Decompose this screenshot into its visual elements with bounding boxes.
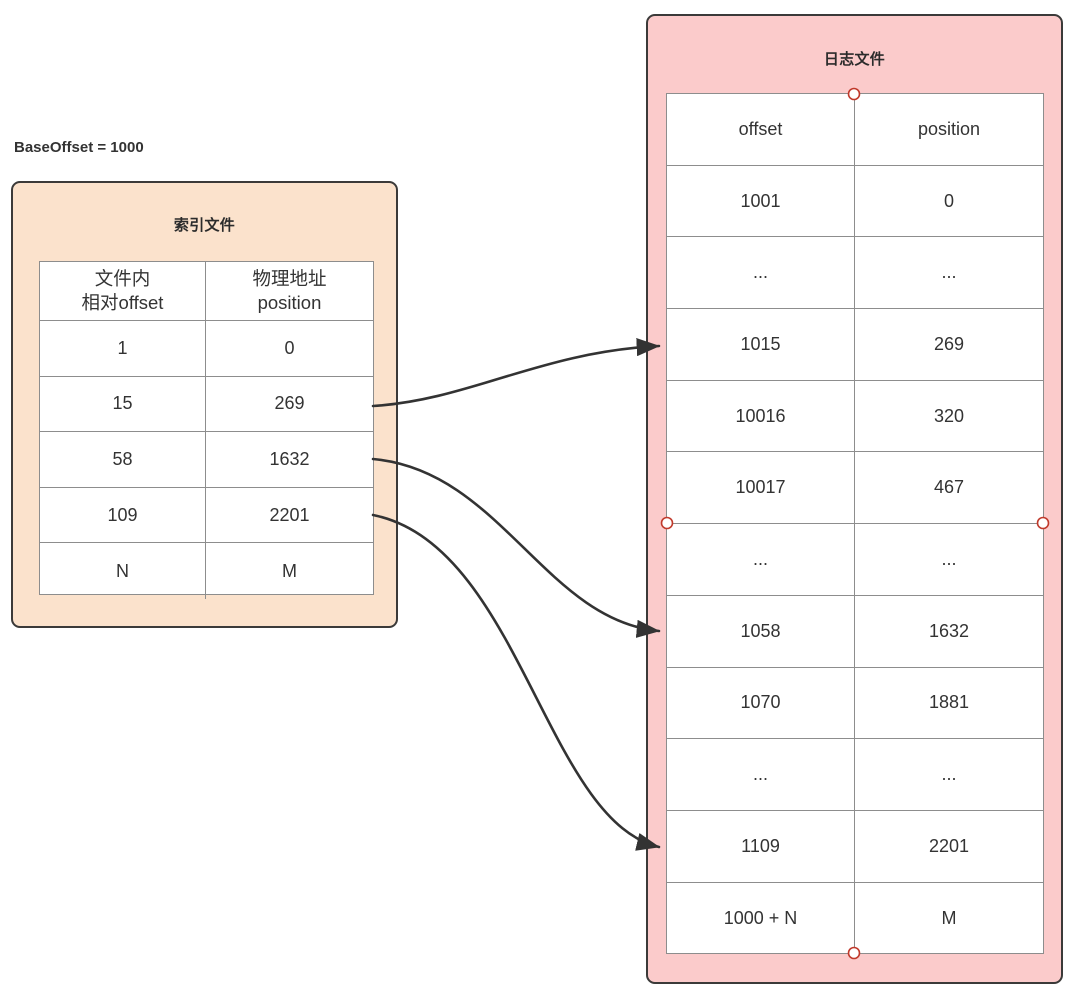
index-header-position: 物理地址 position [252, 268, 327, 313]
table-row[interactable]: 1015 269 [667, 309, 1043, 381]
log-cell-position: 269 [933, 333, 965, 354]
log-cell-offset: ... [667, 739, 855, 810]
log-cell-offset: ... [667, 237, 855, 309]
index-cell-position: 2201 [269, 504, 310, 525]
log-cell-offset: 1001 [667, 165, 855, 237]
table-row[interactable]: 10016 320 [667, 380, 1043, 453]
log-cell-offset: 1015 [667, 309, 855, 380]
table-row[interactable]: 1 0 [40, 321, 373, 377]
index-cell-offset: 15 [40, 376, 206, 432]
index-cell-position: 1632 [269, 448, 310, 469]
log-cell-position: ... [941, 548, 957, 569]
index-cell-offset: N [40, 543, 206, 599]
log-cell-offset: 1109 [667, 810, 855, 882]
index-cell-offset: 109 [40, 487, 206, 543]
log-cell-offset: 1058 [667, 595, 855, 667]
log-cell-position: 2201 [928, 835, 970, 856]
table-row[interactable]: 1058 1632 [667, 595, 1043, 668]
log-cell-position: 467 [933, 477, 965, 498]
table-row[interactable]: 15 269 [40, 376, 373, 433]
log-cell-offset: 1070 [667, 667, 855, 739]
table-row[interactable]: ... ... [667, 237, 1043, 310]
log-cell-position: 1632 [928, 620, 970, 641]
log-cell-position: 0 [943, 190, 954, 211]
table-row[interactable]: 10017 467 [667, 452, 1043, 525]
base-offset-label: BaseOffset = 1000 [14, 139, 144, 156]
table-row[interactable]: 1000 + N M [667, 882, 1043, 955]
table-header-row: 文件内 相对offset 物理地址 position [40, 262, 373, 321]
log-cell-offset: 10017 [667, 452, 855, 524]
log-cell-offset: 1000 + N [667, 882, 855, 955]
log-cell-position: 320 [933, 405, 965, 426]
table-row[interactable]: N M [40, 543, 373, 599]
log-cell-position: 1881 [928, 692, 970, 713]
table-row[interactable]: 109 2201 [40, 487, 373, 544]
table-row[interactable]: 1070 1881 [667, 667, 1043, 740]
table-header-row: offset position [667, 94, 1043, 166]
log-cell-position: ... [941, 262, 957, 283]
log-cell-offset: ... [667, 524, 855, 595]
table-row[interactable]: 1109 2201 [667, 810, 1043, 883]
index-file-title: 索引文件 [173, 217, 236, 234]
table-row[interactable]: 58 1632 [40, 432, 373, 488]
log-file-title: 日志文件 [823, 51, 886, 68]
log-cell-offset: 10016 [667, 380, 855, 452]
index-cell-offset: 1 [40, 321, 206, 376]
index-cell-offset: 58 [40, 432, 206, 487]
log-header-offset: offset [667, 94, 855, 165]
index-header-offset: 文件内 相对offset [40, 262, 206, 320]
connector-arrow-3 [371, 513, 661, 851]
index-file-table[interactable]: 文件内 相对offset 物理地址 position 1 0 15 269 58… [39, 261, 374, 599]
log-cell-position: M [941, 907, 957, 928]
table-row[interactable]: 1001 0 [667, 165, 1043, 238]
index-cell-position: 0 [284, 337, 295, 358]
connector-arrow-2 [371, 457, 661, 638]
log-cell-position: ... [941, 764, 957, 785]
index-cell-position: M [282, 560, 297, 581]
table-row[interactable]: ... ... [667, 739, 1043, 811]
table-row[interactable]: ... ... [667, 524, 1043, 596]
log-header-position: position [917, 118, 981, 139]
index-cell-position: 269 [274, 393, 305, 414]
connector-arrow-1 [371, 338, 661, 408]
log-file-table[interactable]: offset position 1001 0 ... ... 1015 269 … [666, 93, 1044, 955]
